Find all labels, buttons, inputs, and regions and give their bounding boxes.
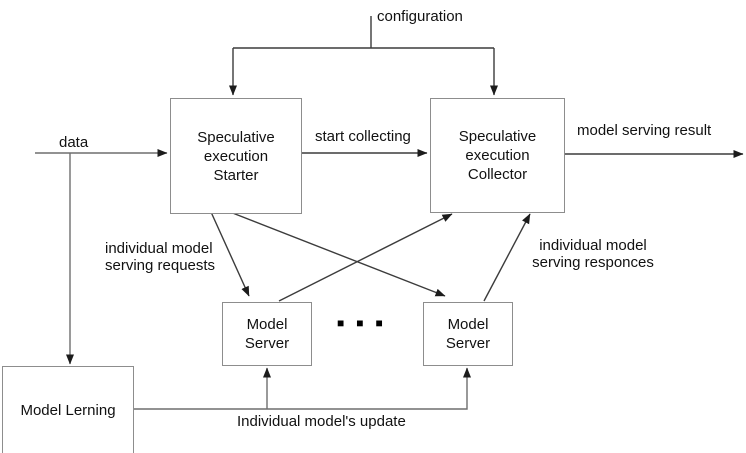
- node-label-line: Server: [244, 335, 290, 352]
- node-model-learning: Model Lerning: [2, 366, 134, 453]
- node-label-line: Model Lerning: [20, 401, 116, 419]
- node-label-line: Speculative: [197, 128, 275, 146]
- ellipsis-icon: ■■■: [337, 316, 395, 330]
- node-label-line: Model: [246, 316, 288, 333]
- arrow-update-to-right-server: [132, 367, 471, 410]
- node-speculative-execution-collector: Speculative execution Collector: [430, 98, 565, 213]
- label-serving-requests-line2: serving requests: [105, 257, 216, 274]
- node-label-line: Speculative: [458, 128, 537, 145]
- label-serving-requests-line1: individual model: [105, 240, 213, 257]
- label-serving-responses-line1: individual model: [539, 237, 647, 254]
- node-model-server-right: Model Server: [423, 302, 513, 366]
- arrow-starter-to-left-server: [210, 211, 250, 297]
- node-speculative-execution-starter: Speculative execution Starter: [170, 98, 302, 214]
- label-model-serving-result: model serving result: [577, 122, 712, 139]
- node-label-line: Starter: [213, 166, 259, 184]
- arrow-right-server-to-collector: [483, 213, 531, 302]
- node-label-line: Model: [447, 316, 489, 333]
- label-serving-requests: individual model serving requests: [105, 240, 215, 274]
- label-serving-responses-line2: serving responces: [532, 254, 654, 271]
- label-configuration: configuration: [377, 8, 463, 25]
- node-label-line: execution: [203, 147, 269, 165]
- node-label-line: Server: [445, 335, 491, 352]
- label-serving-responses: individual model serving responces: [520, 237, 666, 271]
- label-data: data: [59, 134, 89, 151]
- arrow-starter-to-right-server: [229, 211, 446, 297]
- label-start-collecting: start collecting: [315, 128, 411, 145]
- arrow-left-server-to-collector: [278, 213, 453, 302]
- node-label-line: Collector: [467, 166, 528, 183]
- node-model-server-left: Model Server: [222, 302, 312, 366]
- node-label-line: execution: [465, 147, 530, 164]
- label-individual-models-update: Individual model's update: [237, 413, 406, 430]
